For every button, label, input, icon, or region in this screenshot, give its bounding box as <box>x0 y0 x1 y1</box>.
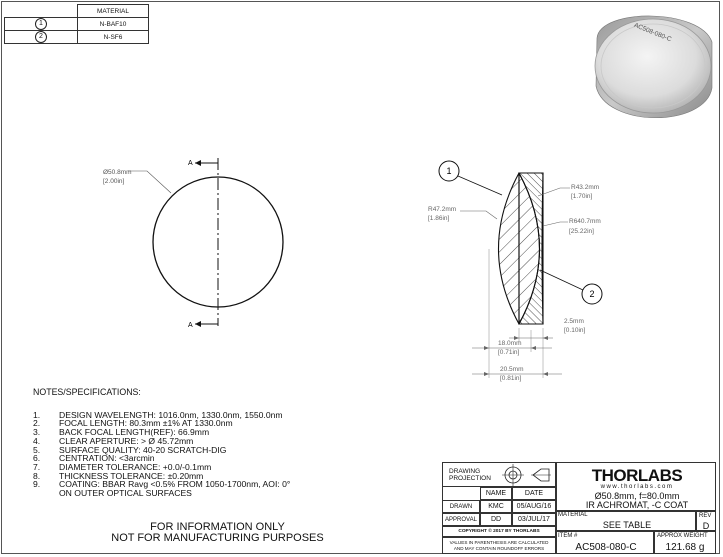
edge-in-label: [0.10in] <box>564 327 586 334</box>
r1-leader <box>460 210 498 220</box>
note-item: 7.DIAMETER TOLERANCE: +0.0/-0.1mm <box>33 461 212 472</box>
section-label-top: A <box>188 160 193 167</box>
balloon-2 <box>581 283 603 305</box>
approval-name: DD <box>480 513 512 526</box>
note-item: 6.CENTRATION: <3arcmin <box>33 453 155 464</box>
note-item: 4.CLEAR APERTURE: > Ø 45.72mm <box>33 435 194 446</box>
t1-in-label: [0.71in] <box>498 349 520 356</box>
fine-print: VALUES IN PARENTHESIS ARE CALCULATED AND… <box>442 537 556 554</box>
date-header: DATE <box>512 487 556 500</box>
title-block: DRAWING PROJECTION NAME DATE DRAWN KMC 0… <box>442 462 716 554</box>
material-row-id: 1 <box>35 18 47 30</box>
item-label: ITEM # <box>558 533 578 539</box>
section-label-bottom: A <box>188 322 193 329</box>
section-edges <box>519 172 544 325</box>
product-render: AC508-080-C <box>594 15 713 119</box>
t2-mm-label: 20.5mm <box>500 366 523 373</box>
disclaimer: FOR INFORMATION ONLY NOT FOR MANUFACTURI… <box>95 522 340 544</box>
note-item: 8.THICKNESS TOLERANCE: ±0.20mm <box>33 470 204 481</box>
disclaimer-line-1: FOR INFORMATION ONLY <box>150 521 285 533</box>
t2-in-label: [0.81in] <box>500 375 522 382</box>
t1-mm-label: 18.0mm <box>498 340 521 347</box>
weight-value: 121.68 g <box>665 542 705 553</box>
balloon-1 <box>438 160 460 182</box>
note-item: 2.FOCAL LENGTH: 80.3mm ±1% AT 1330.0nm <box>33 418 233 429</box>
rev-cell: REV D <box>696 511 716 531</box>
material-row-id: 2 <box>35 31 47 43</box>
diameter-mm-label: Ø50.8mm <box>103 169 132 176</box>
drawn-date: 05/AUG/16 <box>512 500 556 513</box>
weight-cell: APPROX WEIGHT 121.68 g <box>654 531 716 554</box>
approval-date: 03/JUL/17 <box>512 513 556 526</box>
material-table: MATERIAL 1 N-BAF10 2 N-SF6 <box>4 4 149 44</box>
lens-bevel <box>600 23 706 109</box>
front-view: A A Ø50.8mm [2.00in] <box>103 158 284 329</box>
r3-in-label: [25.22in] <box>569 228 594 235</box>
section-view: 1 2 R47.2mm [1.86in] R43.2mm [1.70in] R6… <box>428 160 603 382</box>
material-cell: MATERIAL SEE TABLE <box>556 511 696 531</box>
note-item: 9.COATING: BBAR Ravg <0.5% FROM 1050-170… <box>33 479 291 490</box>
balloon-1-label: 1 <box>446 166 451 176</box>
weight-label: APPROX WEIGHT <box>657 533 708 539</box>
rev-label: REV <box>699 513 712 519</box>
lens-face <box>594 18 712 114</box>
website: www.thorlabs.com <box>600 484 674 490</box>
r1-mm-label: R47.2mm <box>428 206 456 213</box>
element-1-convex <box>498 172 520 325</box>
drawn-name: KMC <box>480 500 512 513</box>
diameter-in-label: [2.00in] <box>103 178 125 185</box>
projection-label: DRAWING PROJECTION <box>449 468 491 482</box>
copyright: COPYRIGHT © 2017 BY THORLABS <box>442 526 556 537</box>
material-row-value: N-SF6 <box>77 30 149 44</box>
notes-title: NOTES/SPECIFICATIONS: <box>33 387 141 397</box>
section-arrowhead-top <box>195 160 201 166</box>
section-arrowhead-bottom <box>195 321 201 327</box>
diameter-leader <box>128 170 172 194</box>
note-item: 5.SURFACE QUALITY: 40-20 SCRATCH-DIG <box>33 444 227 455</box>
r2-leader <box>537 187 570 197</box>
r3-leader <box>542 221 568 227</box>
edge-mm-label: 2.5mm <box>564 318 584 325</box>
balloon-2-leader <box>539 269 584 291</box>
approval-label: APPROVAL <box>442 513 480 526</box>
projection-cell: DRAWING PROJECTION <box>442 462 556 487</box>
note-item: ON OUTER OPTICAL SURFACES <box>59 488 192 499</box>
material-value: SEE TABLE <box>602 520 652 530</box>
note-item: 3.BACK FOCAL LENGTH(REF): 66.9mm <box>33 427 210 438</box>
logo-cell: THORLABS www.thorlabs.com Ø50.8mm, f=80.… <box>556 462 716 511</box>
material-label: MATERIAL <box>558 512 588 518</box>
r1-in-label: [1.86in] <box>428 215 450 222</box>
third-angle-projection-icon <box>502 464 551 486</box>
material-row: 2 N-SF6 <box>4 30 149 44</box>
thorlabs-logo: THORLABS <box>591 466 683 485</box>
drawn-label: DRAWN <box>442 500 480 513</box>
r3-mm-label: R640.7mm <box>569 218 601 225</box>
description-line-1: Ø50.8mm, f=80.0mm <box>594 491 680 501</box>
description-line-2: IR ACHROMAT, -C COAT <box>585 500 689 510</box>
item-value: AC508-080-C <box>575 542 637 553</box>
name-header: NAME <box>480 487 512 500</box>
item-cell: ITEM # AC508-080-C <box>556 531 654 554</box>
note-item: 1.DESIGN WAVELENGTH: 1016.0nm, 1330.0nm,… <box>33 409 283 420</box>
r2-mm-label: R43.2mm <box>571 184 599 191</box>
notes-specifications: NOTES/SPECIFICATIONS: 1.DESIGN WAVELENGT… <box>33 388 290 498</box>
rev-value: D <box>702 521 710 531</box>
balloon-2-label: 2 <box>589 289 594 299</box>
disclaimer-line-2: NOT FOR MANUFACTURING PURPOSES <box>111 532 324 544</box>
r2-in-label: [1.70in] <box>571 193 593 200</box>
balloon-1-leader <box>457 175 503 196</box>
